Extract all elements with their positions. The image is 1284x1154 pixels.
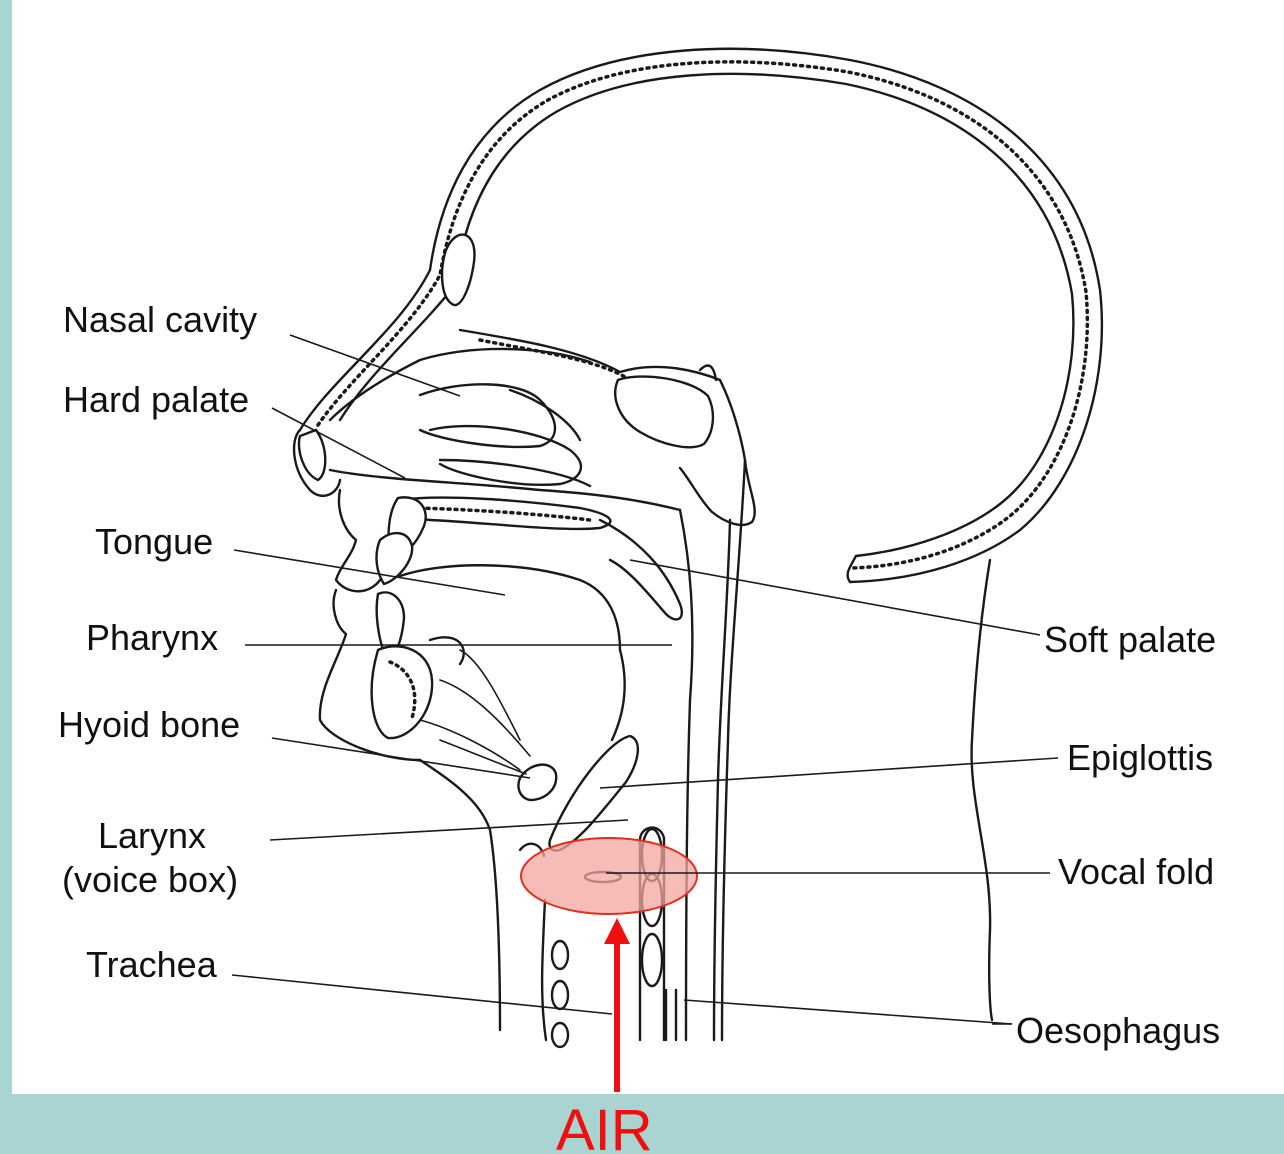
air-label: AIR <box>556 1098 653 1154</box>
label-soft-palate: Soft palate <box>1044 619 1216 660</box>
label-hard-palate: Hard palate <box>63 379 249 420</box>
hyoid-bone <box>440 740 556 800</box>
label-vocal-fold: Vocal fold <box>1058 851 1214 892</box>
label-larynx: Larynx <box>98 815 206 856</box>
label-voice-box: (voice box) <box>62 859 238 900</box>
vocal-fold-highlight <box>521 838 697 914</box>
nasal-region <box>294 349 680 510</box>
label-nasal-cavity: Nasal cavity <box>63 299 257 340</box>
label-trachea: Trachea <box>86 944 218 985</box>
palate <box>389 497 682 619</box>
tongue <box>400 565 620 770</box>
label-pharynx: Pharynx <box>86 617 218 658</box>
label-hyoid-bone: Hyoid bone <box>58 704 240 745</box>
label-epiglottis: Epiglottis <box>1067 737 1213 778</box>
label-tongue: Tongue <box>95 521 213 562</box>
label-oesophagus: Oesophagus <box>1016 1010 1220 1051</box>
air-arrow <box>604 918 630 1092</box>
epiglottis <box>549 736 637 851</box>
